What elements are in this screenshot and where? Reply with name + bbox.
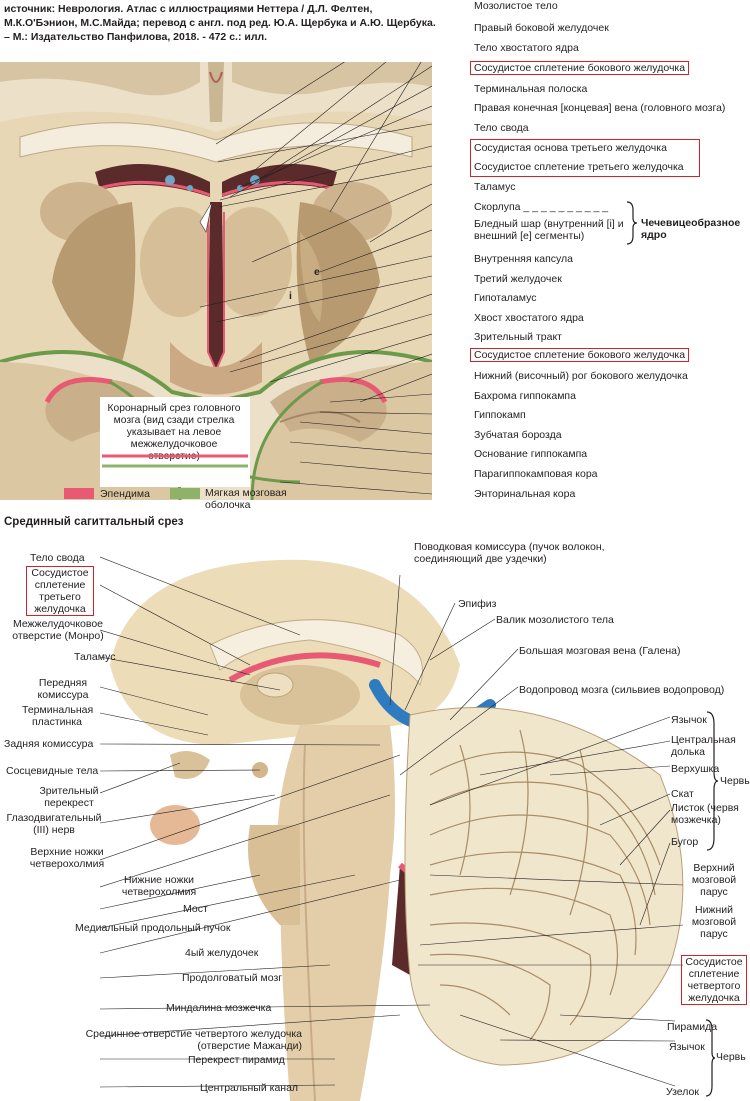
label-mlf: Медиальный продольный пучок <box>75 922 231 934</box>
vermis-bracket-lower <box>705 1019 716 1097</box>
legend-pia-swatch <box>170 488 200 499</box>
label-parahippocampal-cortex: Парагиппокамповая кора <box>474 468 598 480</box>
coronal-section-drawing <box>0 62 432 500</box>
label-pineal: Эпифиз <box>458 598 497 610</box>
sagittal-title: Срединный сагиттальный срез <box>4 516 184 528</box>
label-sag-third-ventricle-plexus: Сосудистое сплетение третьего желудочка <box>26 566 94 616</box>
label-pyramis: Пирамида <box>667 1021 718 1033</box>
legend-pia-label: Мягкая мозговая оболочка <box>205 487 287 511</box>
label-globus-pallidus: Бледный шар (внутренний [i] и внешний [e… <box>474 218 624 242</box>
label-entorhinal-cortex: Энторинальная кора <box>474 488 576 500</box>
label-hypothalamus: Гипоталамус <box>474 292 537 304</box>
label-optic-chiasm: Зрительный перекрест <box>39 785 99 809</box>
label-hippocampus: Гиппокамп <box>474 409 526 421</box>
label-oculomotor-nerve: Глазодвигательный (III) нерв <box>6 812 102 836</box>
label-fornix-body: Тело свода <box>474 122 529 134</box>
label-uvula: Язычок <box>669 1041 705 1053</box>
label-superior-colliculus-peduncles: Верхние ножки четверохолмия <box>29 846 105 870</box>
label-mammillary-bodies: Сосцевидные тела <box>6 765 99 777</box>
lentiform-bracket <box>626 201 638 245</box>
source-citation: источник: Неврология. Атлас с иллюстраци… <box>4 3 436 43</box>
label-foramen-monro: Межжелудочковое отверстие (Монро) <box>12 618 104 642</box>
legend-ependyma-label: Эпендима <box>100 488 150 500</box>
label-thalamus: Таламус <box>474 181 516 193</box>
label-caudate-body: Тело хвостатого ядра <box>474 42 579 54</box>
boxed-third-ventricle-group <box>470 139 700 177</box>
label-lingula: Язычок <box>671 714 707 726</box>
label-fimbria: Бахрома гиппокампа <box>474 390 576 402</box>
label-fourth-ventricle-plexus: Сосудистое сплетение четвертого желудочк… <box>681 955 747 1005</box>
vermis-bracket-upper <box>706 711 719 851</box>
label-terminal-vein: Правая конечная [концевая] вена (головно… <box>474 102 726 114</box>
label-great-vein: Большая мозговая вена (Галена) <box>519 645 681 657</box>
label-internal-capsule: Внутренняя капсула <box>474 253 574 265</box>
label-subiculum: Основание гиппокампа <box>474 448 588 460</box>
label-sag-thalamus: Таламус <box>74 651 116 663</box>
label-nodulus: Узелок <box>666 1086 699 1098</box>
label-vermis-lower: Червь <box>716 1051 746 1063</box>
label-central-lobule: Центральная долька <box>671 734 736 758</box>
label-folium: Листок (червя мозжечка) <box>671 802 739 826</box>
label-temporal-horn: Нижний (височный) рог бокового желудочка <box>474 370 688 382</box>
label-medulla: Продолговатый мозг <box>182 972 283 984</box>
label-right-lateral-ventricle: Правый боковой желудочек <box>474 22 609 34</box>
label-inferior-medullary-velum: Нижний мозговой парус <box>691 904 737 940</box>
label-sag-fornix-body: Тело свода <box>30 552 85 564</box>
label-superior-medullary-velum: Верхний мозговой парус <box>691 862 737 898</box>
label-putamen: Скорлупа _ _ _ _ _ _ _ _ _ _ <box>474 201 609 213</box>
label-third-ventricle-plexus: Сосудистое сплетение третьего желудочка <box>474 161 684 173</box>
marker-external-segment: e <box>314 266 320 278</box>
label-anterior-commissure: Передняя комиссура <box>37 677 89 701</box>
label-pyramid-decussation: Перекрест пирамид <box>188 1054 285 1066</box>
sagittal-section-drawing <box>100 556 684 1101</box>
label-lamina-terminalis: Терминальная пластинка <box>22 704 94 728</box>
label-habenular-commissure: Поводковая комиссура (пучок волокон, сое… <box>414 541 605 565</box>
marker-internal-segment: i <box>289 290 292 302</box>
label-posterior-commissure: Задняя комиссура <box>4 738 94 750</box>
label-cerebellar-tonsil: Миндалина мозжечка <box>166 1002 272 1014</box>
label-corpus-callosum: Мозолистое тело <box>474 0 558 12</box>
label-central-canal: Центральный канал <box>200 1082 299 1094</box>
label-lentiform-nucleus: Чечевицеобразное ядро <box>641 217 741 241</box>
label-dentate-sulcus: Зубчатая борозда <box>474 429 562 441</box>
label-caudate-tail: Хвост хвостатого ядра <box>474 312 584 324</box>
label-optic-tract: Зрительный тракт <box>474 331 562 343</box>
label-vermis-upper: Червь <box>720 775 750 787</box>
label-culmen: Верхушка <box>671 763 720 775</box>
label-pons: Мост <box>183 903 208 915</box>
label-tela-choroidea: Сосудистая основа третьего желудочка <box>474 142 667 154</box>
label-magendie: Срединное отверстие четвертого желудочка… <box>85 1028 302 1052</box>
label-fourth-ventricle: 4ый желудочек <box>185 947 259 959</box>
sagittal-illustration <box>100 545 700 1101</box>
label-lateral-choroid-plexus-2: Сосудистое сплетение бокового желудочка <box>470 348 690 362</box>
coronal-illustration: e i Коронарный срез головного мозга (вид… <box>0 62 432 500</box>
label-third-ventricle: Третий желудочек <box>474 273 562 285</box>
label-declive: Скат <box>671 788 694 800</box>
caption-legend-lines <box>102 454 248 468</box>
legend-ependyma-swatch <box>64 488 94 499</box>
label-stria-terminalis: Терминальная полоска <box>474 83 588 95</box>
label-tuber: Бугор <box>671 836 699 848</box>
label-aqueduct: Водопровод мозга (сильвиев водопровод) <box>519 684 725 696</box>
label-inferior-colliculus-peduncles: Нижние ножки четверохолмия <box>121 874 197 898</box>
label-splenium: Валик мозолистого тела <box>496 614 614 626</box>
label-lateral-choroid-plexus: Сосудистое сплетение бокового желудочка <box>470 61 690 75</box>
